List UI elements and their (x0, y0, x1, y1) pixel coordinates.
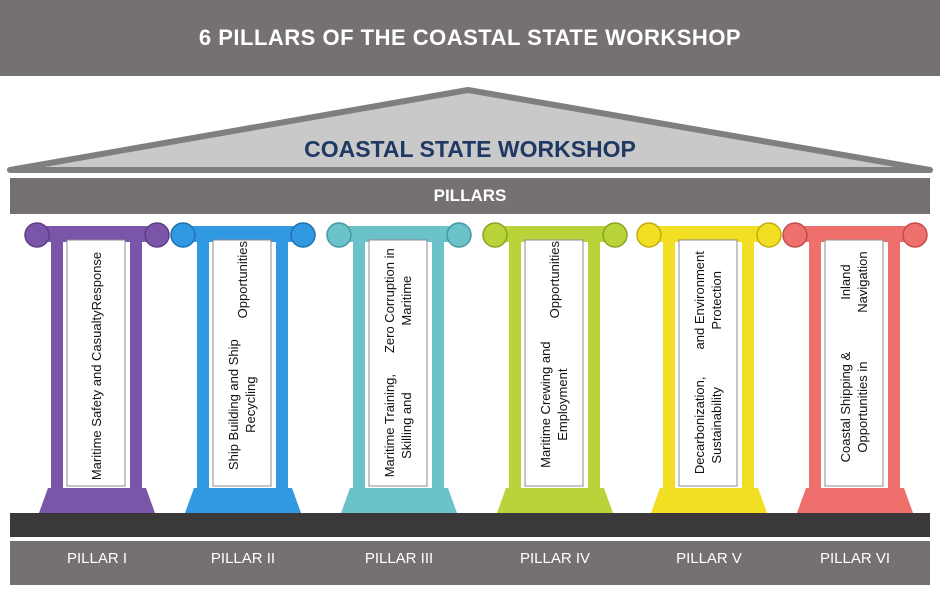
page-title: 6 PILLARS OF THE COASTAL STATE WORKSHOP (198, 25, 742, 50)
pillar-3-label: PILLAR III (364, 550, 434, 567)
pillar-capital (340, 226, 458, 242)
pillar-column-right (588, 240, 600, 488)
pillar-volute-right (902, 222, 928, 248)
roof (7, 87, 933, 173)
pillar-title-line: Decarbonization, Sustainability (692, 376, 724, 475)
pillar-volute-right (290, 222, 316, 248)
pillar-volute-left (782, 222, 808, 248)
pillar-column-left (353, 240, 365, 488)
pillar-2 (170, 222, 316, 513)
pillar-6-label: PILLAR VI (819, 550, 891, 567)
pillar-panel (678, 239, 738, 487)
pillar-column-left (509, 240, 521, 488)
pillar-base (39, 488, 155, 513)
pillar-3 (326, 222, 472, 513)
pillar-3-title: Maritime Training, Skilling and Zero Corr… (380, 241, 416, 491)
pillar-panel (66, 239, 126, 487)
pillar-base (797, 488, 913, 513)
pillar-title-line: Maritime Crewing and Employment (538, 341, 570, 468)
pillar-5-title: Decarbonization, Sustainability and Envir… (690, 241, 726, 491)
pillar-column-right (276, 240, 288, 488)
pillar-panel (824, 239, 884, 487)
pillar-title-line: Opportunities (234, 241, 250, 319)
pillar-4 (482, 222, 628, 513)
pillar-5-label: PILLAR V (676, 550, 742, 567)
pillar-title-line: and Environment Protection (692, 251, 724, 350)
pillar-panel (212, 239, 272, 487)
pillar-title-line: Maritime Safety and Casualty (88, 310, 104, 481)
pillar-title-line: Ship Building and Ship Recycling (226, 339, 258, 471)
pillar-column-right (432, 240, 444, 488)
pillar-2-title: Ship Building and Ship Recycling Opportun… (224, 241, 260, 491)
pillar-6 (782, 222, 928, 513)
pillar-1 (24, 222, 170, 513)
pillar-capital (650, 226, 768, 242)
pillar-title-line: Inland Navigation (838, 251, 870, 313)
pillar-volute-right (602, 222, 628, 248)
pillar-volute-left (482, 222, 508, 248)
pillar-column-left (663, 240, 675, 488)
pillar-volute-left (636, 222, 662, 248)
pillar-volute-left (170, 222, 196, 248)
title-banner: 6 PILLARS OF THE COASTAL STATE WORKSHOP (0, 0, 940, 76)
pillar-4-label: PILLAR IV (519, 550, 591, 567)
pillars-beam-label: PILLARS (433, 186, 507, 205)
pillar-base (185, 488, 301, 513)
pillar-volute-right (144, 222, 170, 248)
pillar-panel (524, 239, 584, 487)
roof-label: COASTAL STATE WORKSHOP (304, 136, 636, 162)
pillar-column-right (130, 240, 142, 488)
floor-slab (10, 513, 930, 537)
pillar-2-label: PILLAR II (210, 550, 276, 567)
pillar-title-line: Opportunities (546, 241, 562, 319)
pillars-beam: PILLARS (10, 178, 930, 214)
pillar-volute-right (446, 222, 472, 248)
pillar-column-right (888, 240, 900, 488)
pillar-6-title: Coastal Shipping & Opportunities in Inlan… (836, 241, 872, 491)
pillar-capital (38, 226, 156, 242)
pillar-title-line: Response (88, 251, 104, 311)
pillar-column-left (51, 240, 63, 488)
pillar-base (651, 488, 767, 513)
pillar-title-line: Zero Corruption in Maritime (382, 248, 414, 354)
pillar-panel (368, 239, 428, 487)
pillar-title-line: Coastal Shipping & Opportunities in (838, 351, 870, 463)
pillar-base (497, 488, 613, 513)
pillar-base (341, 488, 457, 513)
pillar-4-title: Maritime Crewing and Employment Opportuni… (536, 241, 572, 491)
pillar-labels-bar (10, 541, 930, 585)
pillar-volute-left (24, 222, 50, 248)
pillar-column-left (809, 240, 821, 488)
pillar-capital (184, 226, 302, 242)
pillar-title-line: Maritime Training, Skilling and (382, 373, 414, 478)
pillar-5 (636, 222, 782, 513)
pillar-column-right (742, 240, 754, 488)
pillar-volute-right (756, 222, 782, 248)
pillar-capital (496, 226, 614, 242)
pillar-1-label: PILLAR I (66, 550, 128, 567)
pillar-volute-left (326, 222, 352, 248)
pillar-column-left (197, 240, 209, 488)
pillar-capital (796, 226, 914, 242)
